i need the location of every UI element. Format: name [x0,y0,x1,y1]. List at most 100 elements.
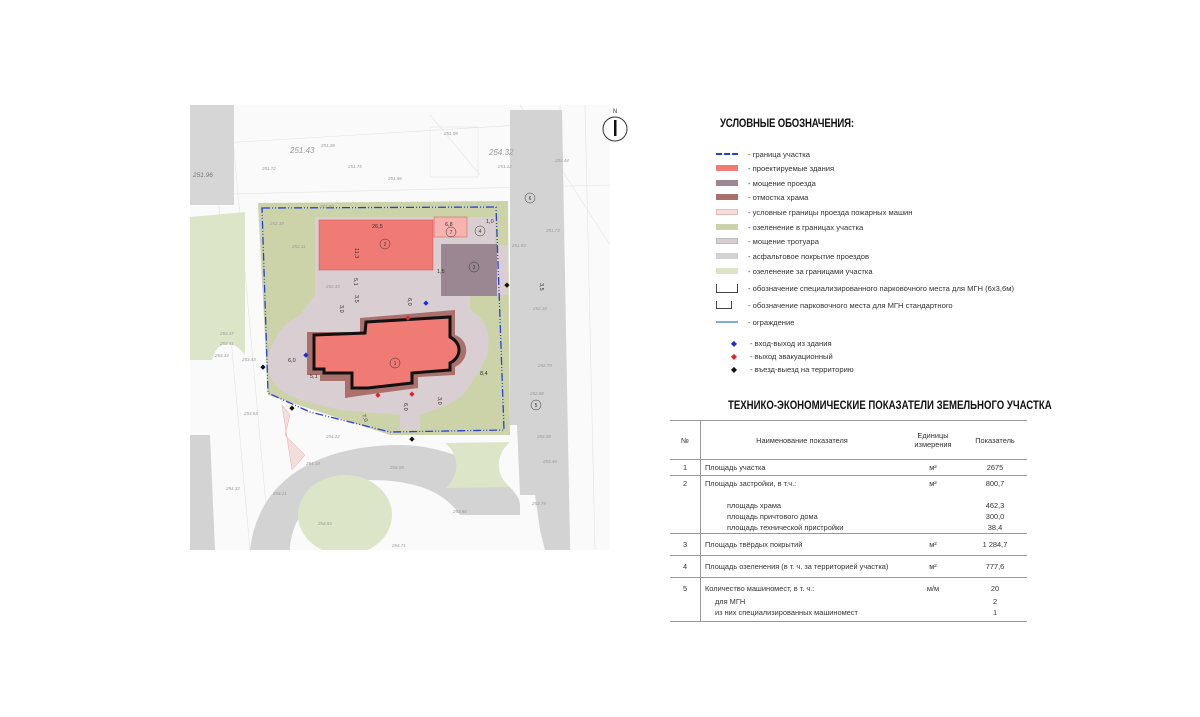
swatch [716,224,738,230]
dimension-label: 6,0 [288,358,296,364]
marker-6: 6 [529,196,532,202]
elevation-mark: 252.39 [269,221,284,226]
elevation-mark: 253.79 [531,501,546,506]
site-boundary [261,206,505,433]
legend-point: ◆ - выход эвакуационный [728,350,833,362]
cell: для МГН [715,597,746,606]
legend-point: ◆- въезд-выезд на территорию [728,363,854,375]
legend-item: - отмостка храма [716,191,808,203]
asphalt-area-sw [190,435,215,550]
evacuation-exit-icon: ◆ [409,391,415,398]
marker-2: 2 [384,242,387,248]
dimension-label: 3,0 [436,397,442,405]
elevation-mark: 254.32 [488,148,514,157]
cell: 2 [992,597,998,606]
dimension-label: 6,8 [445,222,453,228]
elevation-mark: 253.49 [542,459,557,464]
building-2-clergy-house [318,219,434,271]
cell: Площадь озеленения (в т. ч. за территори… [700,555,903,578]
cell: 1 284,7 [963,533,1027,556]
elevation-mark: 251.93 [511,243,526,248]
swatch [716,253,738,259]
header-no: № [670,420,701,460]
cell: 38,4 [963,522,1027,534]
asphalt-area [190,105,234,205]
dimension-label: 5,1 [352,278,358,286]
building-3-tech [441,244,497,296]
legend-label: - обозначение парковочного места для МГН… [748,300,953,310]
table-subrow: для МГН 2 [670,596,1027,607]
cell: 1 [670,459,701,476]
legend-item: - ограждение [716,316,794,328]
elevation-mark: 251.72 [261,166,276,171]
entrance-icon: ◆ [730,338,738,348]
legend-item: - мощение проезда [716,177,816,189]
north-arrow-icon: N [602,109,628,142]
header-value: Показатель [963,420,1027,460]
elevation-mark: 254.22 [325,434,340,439]
legend-label: - граница участка [748,149,810,159]
cell: 4 [670,555,701,578]
elevation-mark: 251.75 [347,164,362,169]
elevation-mark: 252.43 [325,284,340,289]
marker-1: 1 [394,361,397,367]
legend-item: - мощение тротуара [716,235,819,247]
vehicle-access-icon: ◆ [409,436,415,443]
legend-item: - обозначение парковочного места для МГН… [716,299,953,311]
cell: м² [929,479,937,488]
legend-title: УСЛОВНЫЕ ОБОЗНАЧЕНИЯ: [720,116,854,130]
marker-7: 7 [450,230,453,236]
dimension-label: 1,0 [486,219,494,225]
legend-label: - выход эвакуационный [750,351,833,361]
legend-item: - озеленение в границах участка [716,221,863,233]
elevation-mark: 253.41 [219,341,234,346]
elevation-mark: 253.53 [243,411,258,416]
dimension-label: 3,0 [338,305,344,313]
marker-4: 4 [479,229,482,235]
legend-item: - граница участка [716,148,810,160]
legend-label: - ограждение [748,317,795,327]
dimension-label: 6,0 [402,403,408,411]
elevation-mark: 251.12 [497,164,512,169]
swatch [716,238,738,244]
vehicle-access-icon: ◆ [260,364,266,371]
swatch [716,209,738,215]
legend-label: - отмостка храма [748,192,809,202]
elevation-mark: 254.71 [391,543,406,548]
legend-label: - обозначение специализированного парков… [748,283,1014,293]
cell: м/м [926,584,940,593]
cell: 5 [670,577,701,596]
cell: 800,7 [985,479,1005,488]
legend-label: - асфальтовое покрытие проездов [748,251,870,261]
evacuation-exit-icon: ◆ [375,392,381,399]
cell: 300,0 [985,512,1005,521]
evacuation-exit-icon: ◆ [730,351,738,361]
parking-mgn-special-icon [716,283,738,293]
cell: 3 [670,533,701,556]
elevation-mark: 254.14 [305,461,320,466]
fence-swatch [716,321,738,323]
legend-item: - проектируемые здания [716,162,834,174]
legend-point: ◆- вход-выход из здания [728,337,832,349]
entrance-icon: ◆ [423,300,429,307]
green-area-south [445,442,510,488]
elevation-mark: 251.56 [387,176,402,181]
swatch [716,194,738,200]
elevation-mark: 251.73 [545,228,560,233]
marker-3: 3 [473,265,476,271]
elevation-mark: 253.47 [219,331,234,336]
legend-label: - условные границы проезда пожарных маши… [748,207,913,217]
legend-item: - озеленение за границами участка [716,265,873,277]
elevation-mark: 253.34 [214,353,229,358]
dimension-label: 3,5 [353,295,359,303]
asphalt-roundabout [250,445,520,550]
cell: площадь храма [727,501,782,510]
dimension-label: 6,0 [406,298,412,306]
